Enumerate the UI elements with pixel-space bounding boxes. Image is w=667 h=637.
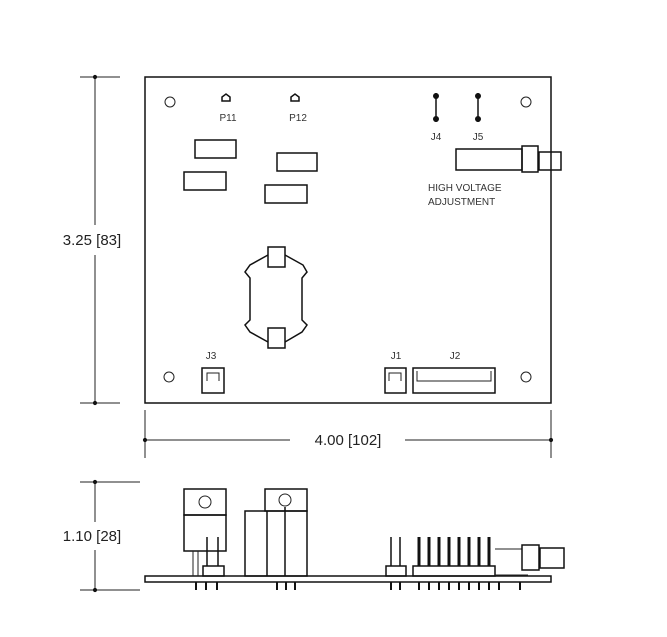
j3-label: J3 bbox=[206, 351, 217, 362]
j4-label: J4 bbox=[431, 132, 442, 143]
hv-label-1: HIGH VOLTAGE bbox=[428, 183, 502, 194]
pins-below bbox=[195, 582, 521, 590]
p12-label: P12 bbox=[289, 113, 307, 124]
test-point-p12: P12 bbox=[289, 93, 307, 124]
p11-label: P11 bbox=[219, 113, 236, 124]
regulator-1 bbox=[183, 488, 227, 576]
dimension-height: 3.25 [83] bbox=[63, 74, 121, 406]
height-label: 3.25 [83] bbox=[63, 232, 121, 249]
top-view: P11 P12 J4 J5 HIGH VOLTAGE ADJUSTMEN bbox=[144, 76, 562, 404]
j2-label: J2 bbox=[450, 351, 461, 362]
connector-j3: J3 bbox=[201, 351, 225, 394]
header-j1-side bbox=[385, 537, 407, 577]
regulator-2 bbox=[244, 488, 308, 577]
pcb-side bbox=[144, 575, 552, 583]
j1-label: J1 bbox=[391, 351, 402, 362]
side-view bbox=[144, 488, 565, 590]
header-j2-side bbox=[412, 537, 496, 577]
battery-holder bbox=[244, 246, 308, 349]
dimension-depth: 1.10 [28] bbox=[63, 479, 140, 593]
j5-label: J5 bbox=[473, 132, 484, 143]
hv-label-2: ADJUSTMENT bbox=[428, 197, 495, 208]
test-point-p11: P11 bbox=[219, 93, 237, 124]
header-j3-side bbox=[202, 537, 225, 577]
jumper-j4: J4 bbox=[431, 93, 442, 143]
connector-j2: J2 bbox=[412, 351, 496, 394]
dimension-width: 4.00 [102] bbox=[142, 410, 554, 458]
width-label: 4.00 [102] bbox=[315, 432, 382, 449]
potentiometer-side bbox=[495, 544, 565, 576]
pcb-outline bbox=[144, 76, 552, 404]
high-voltage-potentiometer: HIGH VOLTAGE ADJUSTMENT bbox=[428, 145, 562, 208]
mounting-holes bbox=[163, 96, 532, 383]
components bbox=[183, 139, 318, 204]
jumper-j5: J5 bbox=[473, 93, 484, 143]
connector-j1: J1 bbox=[384, 351, 407, 394]
depth-label: 1.10 [28] bbox=[63, 528, 121, 545]
